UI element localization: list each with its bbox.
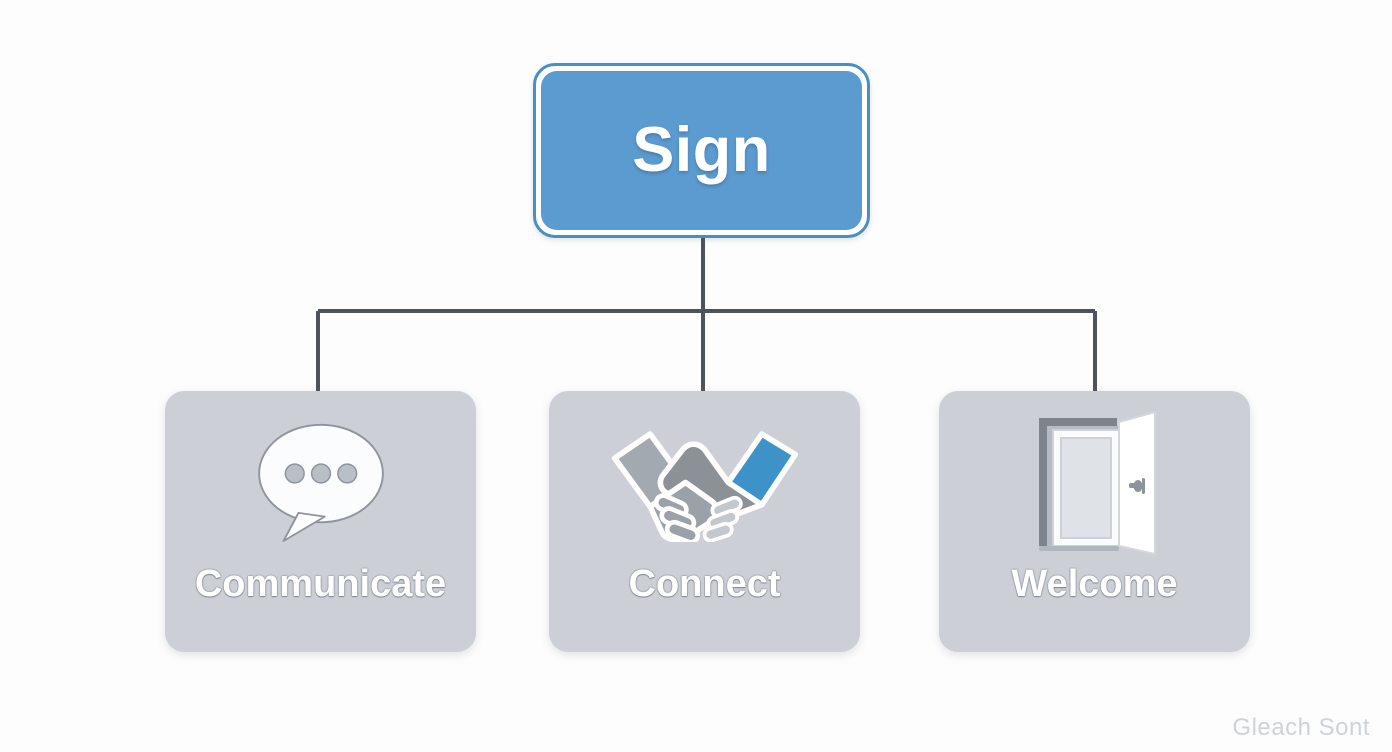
handshake-icon — [549, 401, 860, 561]
node-connect[interactable]: Connect — [549, 391, 860, 652]
node-label-communicate: Communicate — [194, 563, 447, 605]
node-label-connect: Connect — [628, 563, 781, 605]
root-node-sign[interactable]: Sign — [533, 63, 870, 238]
speech-bubble-icon — [165, 401, 476, 561]
node-welcome[interactable]: Welcome — [939, 391, 1250, 652]
node-communicate[interactable]: Communicate — [165, 391, 476, 652]
watermark-text: Gleach Sont — [1232, 714, 1370, 741]
node-label-welcome: Welcome — [1011, 563, 1178, 605]
open-door-icon — [939, 401, 1250, 561]
root-node-inner: Sign — [541, 71, 862, 230]
root-node-label: Sign — [632, 115, 771, 185]
